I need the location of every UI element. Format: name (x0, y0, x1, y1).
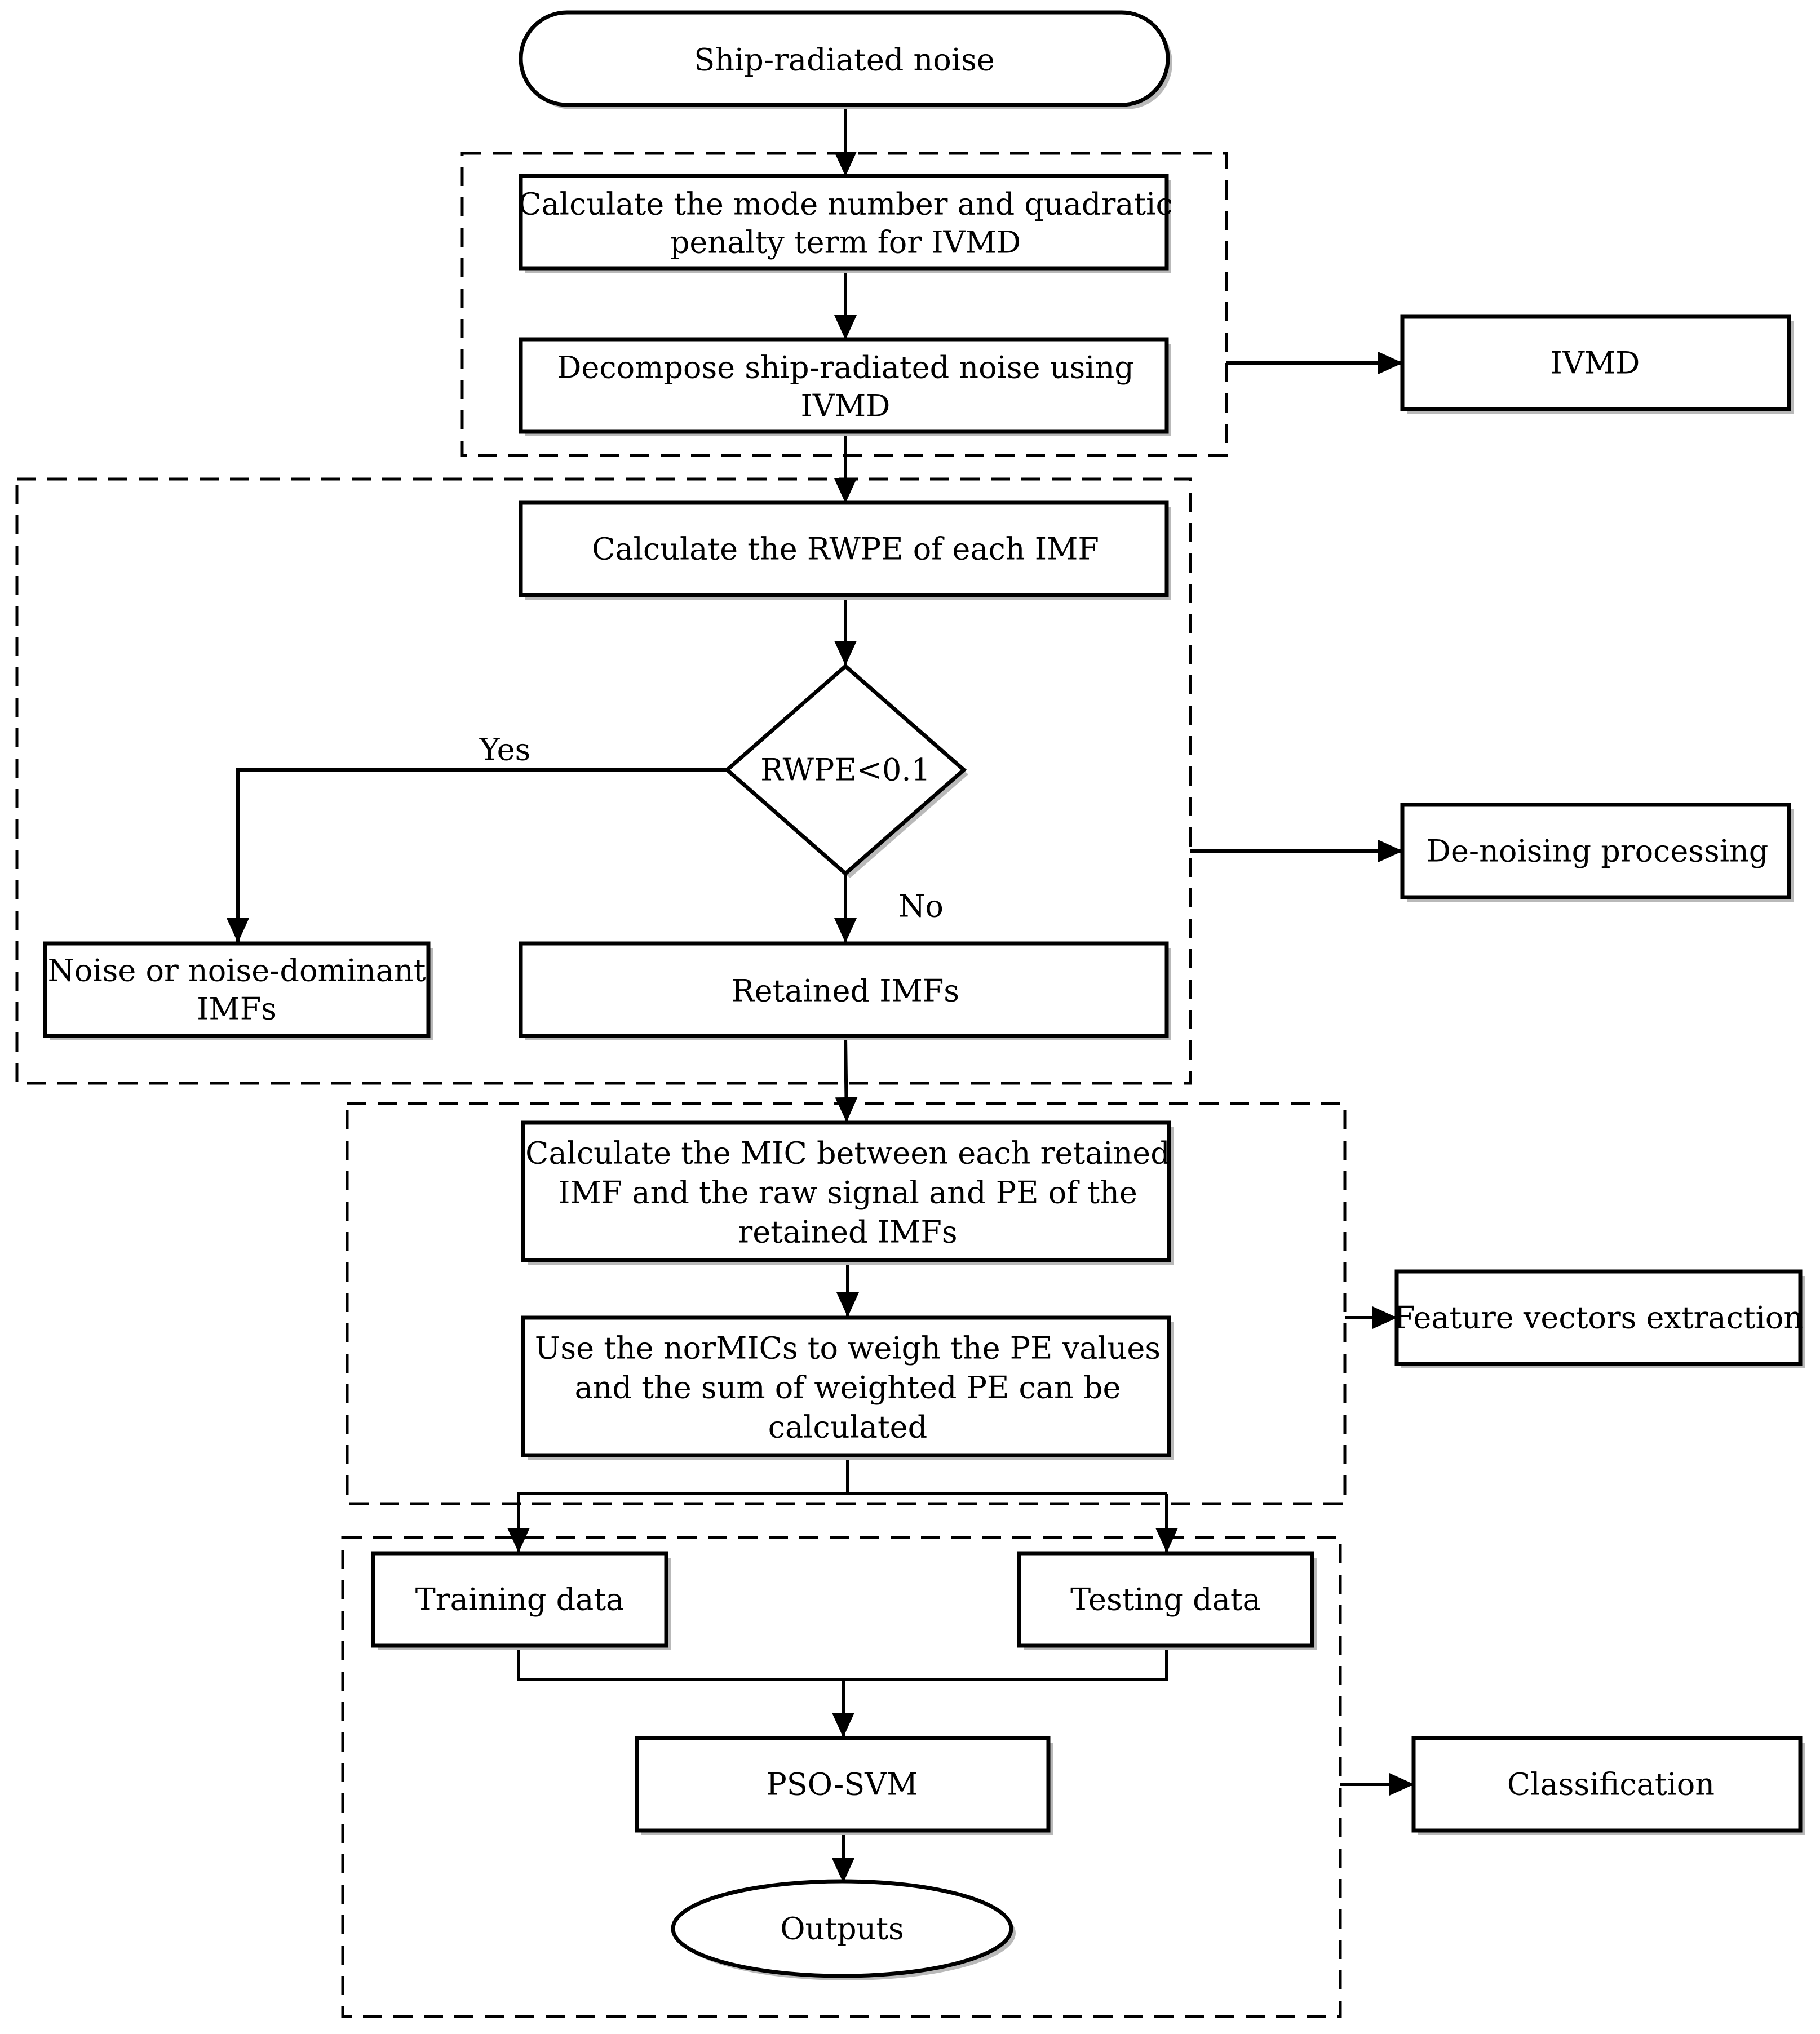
denoise-no-branch-label: Retained IMFs (732, 973, 959, 1009)
denoise-yes-branch-line1: Noise or noise-dominant (48, 953, 426, 989)
denoise-yes-label: Yes (479, 732, 531, 768)
denoise-step-rwpe-label: Calculate the RWPE of each IMF (592, 531, 1099, 567)
ivmd-side-label: IVMD (1400, 314, 1794, 414)
denoise-side-label-text: De-noising processing (1427, 834, 1769, 869)
feature-step-weigh: Use the norMICs to weigh the PE values a… (521, 1315, 1174, 1460)
ivmd-step-calculate: Calculate the mode number and quadratic … (518, 174, 1173, 273)
classification-side-label-text: Classification (1507, 1767, 1715, 1802)
ivmd-side-label-text: IVMD (1551, 345, 1640, 381)
classification-classifier: PSO-SVM (635, 1736, 1053, 1835)
denoise-yes-branch: Noise or noise-dominant IMFs (43, 941, 433, 1040)
ivmd-step-calculate-line2: penalty term for IVMD (670, 225, 1021, 260)
classification-training: Training data (371, 1551, 671, 1650)
classification-training-label: Training data (415, 1582, 625, 1618)
denoise-step-rwpe: Calculate the RWPE of each IMF (519, 500, 1171, 600)
edge-weigh-to-training (507, 1457, 849, 1553)
denoise-yes-branch-line2: IMFs (197, 991, 277, 1027)
feature-step-mic-line3: retained IMFs (738, 1215, 957, 1250)
edge-decision-yes (227, 768, 726, 943)
classification-side-label: Classification (1411, 1736, 1805, 1835)
denoise-no-label: No (898, 889, 944, 924)
classification-testing: Testing data (1017, 1551, 1317, 1650)
feature-step-mic-line2: IMF and the raw signal and PE of the (558, 1175, 1137, 1211)
classification-classifier-label: PSO-SVM (766, 1767, 918, 1802)
edge-retained-to-mic (835, 1036, 858, 1122)
feature-side-label-text: Feature vectors extraction (1394, 1300, 1803, 1336)
classification-testing-label: Testing data (1070, 1582, 1261, 1618)
feature-step-weigh-line3: calculated (768, 1410, 927, 1445)
denoise-side-label: De-noising processing (1400, 803, 1794, 902)
denoise-decision: RWPE<0.1 (724, 663, 968, 878)
ivmd-step-decompose: Decompose ship-radiated noise using IVMD (519, 337, 1171, 436)
start-terminal: Ship-radiated noise (519, 10, 1172, 109)
denoise-group-box (15, 477, 1192, 1085)
feature-step-mic-line1: Calculate the MIC between each retained (525, 1136, 1170, 1171)
ivmd-step-decompose-line1: Decompose ship-radiated noise using (557, 350, 1134, 385)
classification-outputs-terminal: Outputs (671, 1879, 1016, 1980)
feature-side-label: Feature vectors extraction (1394, 1269, 1805, 1368)
ivmd-step-decompose-line2: IVMD (801, 388, 891, 424)
classification-outputs-label: Outputs (780, 1911, 904, 1947)
start-terminal-label: Ship-radiated noise (694, 42, 995, 78)
feature-step-weigh-line1: Use the norMICs to weigh the PE values (535, 1331, 1161, 1366)
classification-group-box (341, 1536, 1342, 2018)
feature-step-weigh-line2: and the sum of weighted PE can be (575, 1370, 1121, 1406)
ivmd-step-calculate-line1: Calculate the mode number and quadratic (518, 187, 1172, 222)
denoise-no-branch: Retained IMFs (519, 941, 1171, 1040)
edge-training-merge (517, 1646, 843, 1681)
edge-testing-merge (843, 1646, 1168, 1681)
feature-step-mic: Calculate the MIC between each retained … (521, 1120, 1174, 1265)
denoise-decision-label: RWPE<0.1 (760, 752, 931, 788)
